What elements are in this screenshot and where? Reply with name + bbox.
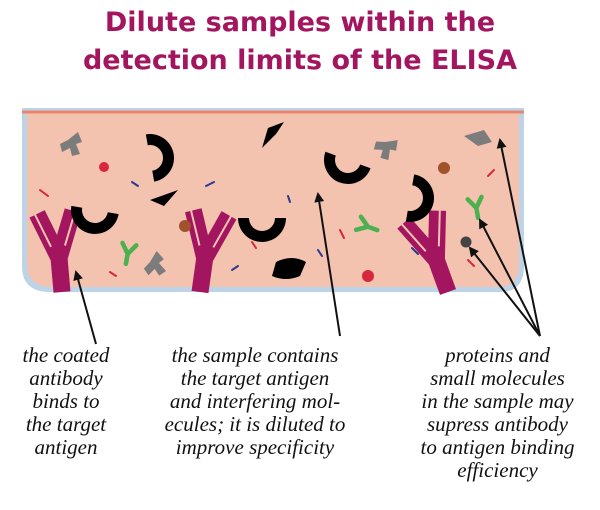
antigen-fragment-icon: [272, 258, 306, 279]
caption-coated-antibody: the coated antibody binds to the target …: [0, 344, 132, 459]
small-molecule-dashes: [39, 169, 495, 277]
molecule-dot-icon: [179, 220, 191, 232]
elisa-well: [22, 108, 524, 292]
diagram-title: Dilute samples within the detection limi…: [0, 4, 600, 80]
caption-line: efficiency: [457, 458, 538, 482]
molecule-dot-icon: [460, 236, 472, 248]
caption-line: the sample contains: [171, 343, 339, 367]
molecule-dot-icon: [438, 162, 450, 174]
arrow-icon: [73, 138, 541, 345]
caption-interference: proteins and small molecules in the samp…: [395, 344, 600, 482]
antigen-fragment-icon: [262, 122, 284, 148]
molecule-dot-icon: [362, 270, 374, 282]
caption-line: and interfering mol-: [169, 389, 341, 413]
caption-line: binds to: [32, 389, 100, 413]
caption-line: to antigen binding: [420, 435, 575, 459]
caption-sample: the sample contains the target antigen a…: [130, 344, 380, 459]
caption-line: the target antigen: [180, 366, 330, 390]
caption-line: ecules; it is diluted to: [164, 412, 346, 436]
antigen-fragment-icon: [150, 190, 178, 206]
caption-line: supress antibody: [427, 412, 568, 436]
caption-line: proteins and: [445, 343, 550, 367]
molecule-dot-icon: [99, 162, 109, 172]
title-line: detection limits of the ELISA: [82, 45, 518, 76]
title-line: Dilute samples within the: [104, 7, 496, 38]
caption-line: improve specificity: [175, 435, 335, 459]
caption-line: antibody: [29, 366, 103, 390]
caption-line: the target: [25, 412, 107, 436]
antigen-fragment-icon: [464, 130, 492, 146]
caption-line: small molecules: [430, 366, 565, 390]
caption-line: the coated: [22, 343, 110, 367]
caption-line: antigen: [34, 435, 98, 459]
caption-line: in the sample may: [421, 389, 574, 413]
